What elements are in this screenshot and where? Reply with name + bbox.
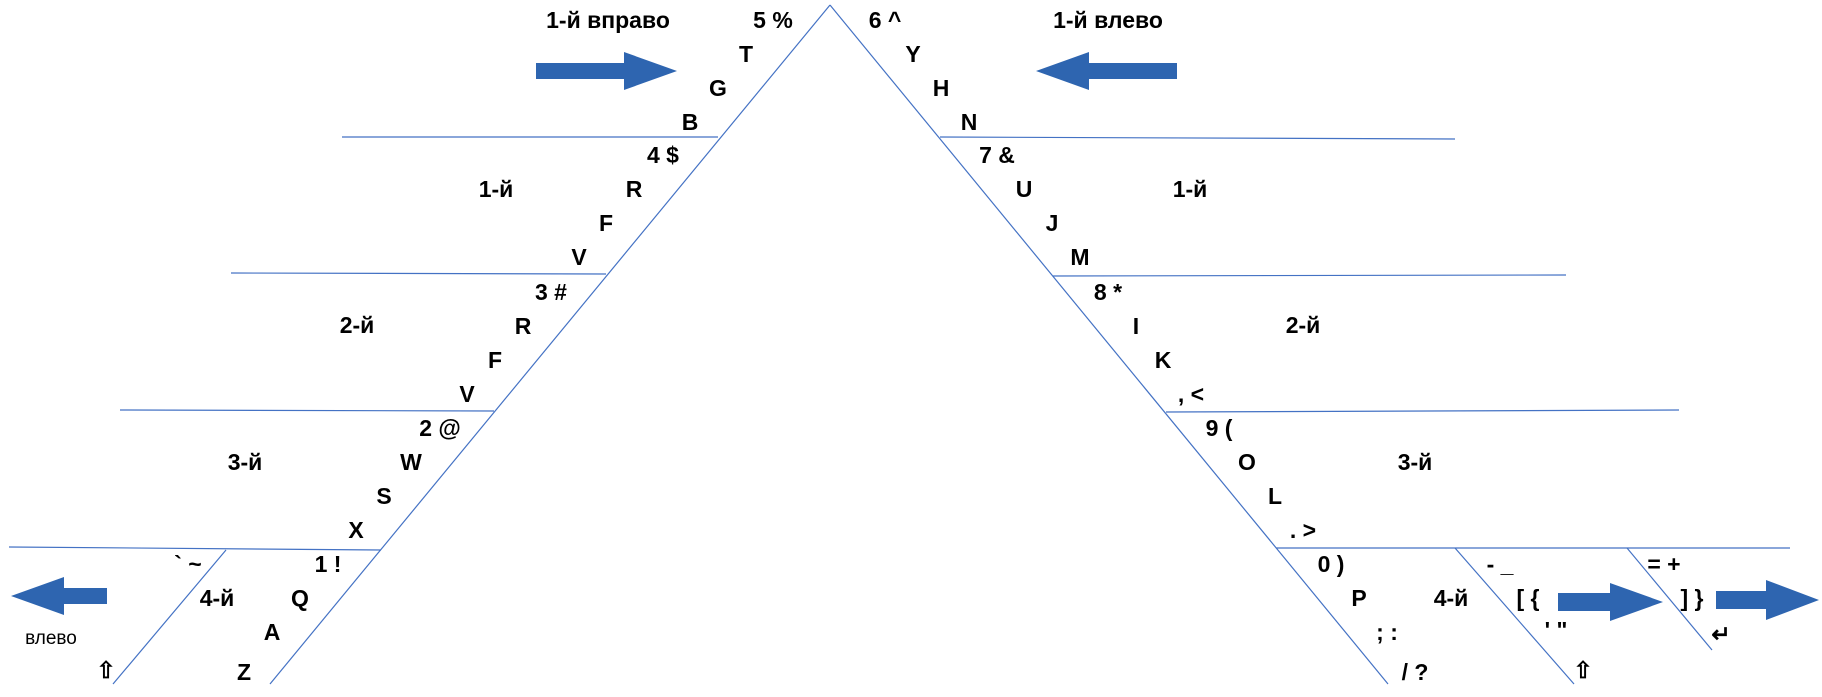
- key-lbracket: [ {: [1517, 585, 1540, 611]
- left-diagonal: [269, 4, 831, 685]
- key-rbracket: ] }: [1681, 585, 1704, 611]
- row-label-right-3: 3-й: [1398, 449, 1433, 475]
- right-row-line-2: [1052, 274, 1567, 277]
- key-equals: = +: [1647, 551, 1680, 577]
- key-semicolon: ; :: [1376, 619, 1398, 645]
- right-diagonal: [829, 4, 1389, 685]
- key-v-2: V: [459, 381, 475, 407]
- key-g: G: [709, 75, 727, 101]
- key-y: Y: [905, 41, 920, 67]
- key-a: A: [264, 619, 281, 645]
- key-f-2: F: [488, 347, 502, 373]
- enter-icon: ↵: [1711, 621, 1730, 647]
- key-u: U: [1016, 176, 1033, 202]
- key-quote: ' ": [1545, 617, 1568, 643]
- left-row-line-3: [119, 409, 495, 412]
- key-8: 8 *: [1094, 279, 1122, 305]
- arrow-right-bottom-1-icon: [1558, 583, 1663, 621]
- key-h: H: [933, 75, 950, 101]
- key-7: 7 &: [979, 142, 1015, 168]
- shift-right-icon: ⇧: [1573, 657, 1592, 683]
- arrow-right-bottom-2-icon: [1716, 580, 1819, 620]
- label-left: влево: [25, 628, 77, 649]
- labels: 1-й вправо 1-й влево влево 1-й 2-й 3-й 4…: [25, 7, 1731, 685]
- arrow-left-top-icon: [1036, 52, 1177, 90]
- key-slash: / ?: [1402, 659, 1429, 685]
- key-minus: - _: [1487, 551, 1514, 577]
- guide-lines: [8, 4, 1790, 685]
- key-o: O: [1238, 449, 1256, 475]
- label-left-first: 1-й влево: [1053, 7, 1163, 33]
- label-right-first: 1-й вправо: [546, 7, 670, 33]
- key-m: M: [1070, 244, 1089, 270]
- row-label-right-2: 2-й: [1286, 312, 1321, 338]
- row-label-left-4: 4-й: [200, 585, 235, 611]
- key-comma: , <: [1178, 381, 1204, 407]
- key-f-1: F: [599, 210, 613, 236]
- row-label-left-3: 3-й: [228, 449, 263, 475]
- key-r-1: R: [626, 176, 643, 202]
- key-s: S: [376, 483, 391, 509]
- key-2: 2 @: [419, 415, 461, 441]
- key-w: W: [400, 449, 422, 475]
- key-t: T: [739, 41, 753, 67]
- left-pinky-diagonal: [112, 549, 227, 685]
- key-z: Z: [237, 659, 251, 685]
- key-b: B: [682, 109, 699, 135]
- key-1: 1 !: [315, 551, 342, 577]
- key-q: Q: [291, 585, 309, 611]
- left-row-line-2: [230, 272, 607, 275]
- key-x: X: [348, 517, 364, 543]
- key-0: 0 ): [1318, 551, 1345, 577]
- key-6: 6 ^: [869, 7, 902, 33]
- key-j: J: [1046, 210, 1059, 236]
- right-row-line-1: [939, 136, 1456, 140]
- shift-left-icon: ⇧: [96, 657, 115, 683]
- row-label-right-1: 1-й: [1173, 176, 1208, 202]
- direction-arrows: [11, 52, 1819, 621]
- key-v-1: V: [571, 244, 587, 270]
- row-label-left-1: 1-й: [479, 176, 514, 202]
- row-label-left-2: 2-й: [340, 312, 375, 338]
- arrow-left-bottom-icon: [11, 577, 107, 615]
- right-pinky-diagonal-1: [1454, 547, 1575, 685]
- key-5: 5 %: [753, 7, 793, 33]
- key-i: I: [1133, 313, 1139, 339]
- row-label-right-4: 4-й: [1434, 585, 1469, 611]
- key-4: 4 $: [647, 142, 679, 168]
- key-p: P: [1351, 585, 1366, 611]
- key-9: 9 (: [1206, 415, 1233, 441]
- key-k: K: [1155, 347, 1172, 373]
- key-3: 3 #: [535, 279, 567, 305]
- key-l: L: [1268, 483, 1282, 509]
- key-n: N: [961, 109, 978, 135]
- arrow-right-top-icon: [536, 52, 677, 90]
- left-row-line-4: [8, 546, 382, 551]
- right-pinky-diagonal-2: [1626, 547, 1713, 651]
- key-period: . >: [1290, 517, 1316, 543]
- key-tilde: ` ~: [174, 551, 201, 577]
- key-r-2: R: [515, 313, 532, 339]
- right-row-line-3: [1165, 409, 1680, 413]
